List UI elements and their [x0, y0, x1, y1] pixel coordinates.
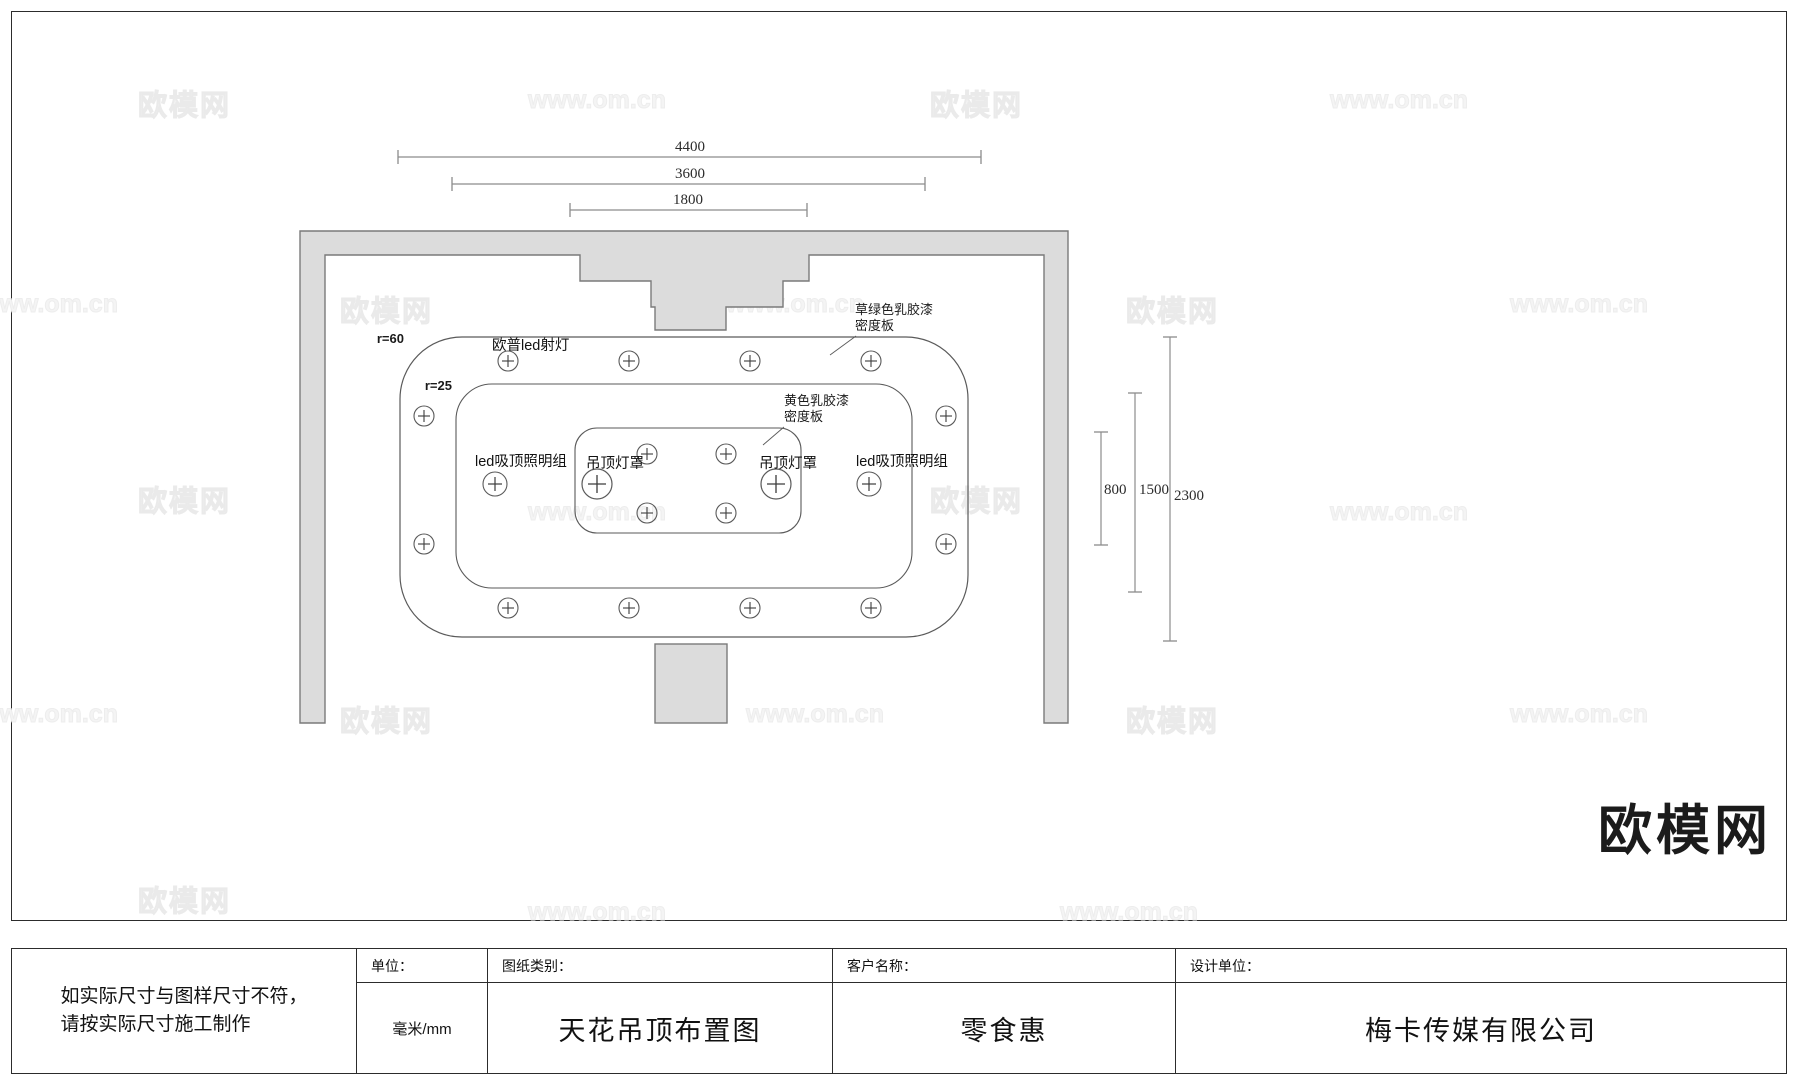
spotlight-symbol	[497, 350, 519, 372]
dimension-4400: 4400	[397, 139, 982, 164]
bottom-block	[654, 643, 728, 724]
title-block-design-cell: 设计单位： 梅卡传媒有限公司	[1176, 949, 1786, 1073]
dimension-800: 800	[1094, 431, 1127, 546]
dimension-label: 4400	[675, 139, 705, 155]
spotlight-symbol	[497, 597, 519, 619]
spotlight-symbol	[715, 502, 737, 524]
dimension-label: 1500	[1139, 482, 1169, 498]
sheet-border	[11, 11, 1787, 921]
brand-logo: 欧模网	[1598, 801, 1772, 861]
pendant-lamp-symbols	[581, 468, 792, 500]
spotlight-symbol	[636, 502, 658, 524]
dimension-label: 1800	[673, 192, 703, 208]
dimension-1500: 1500	[1128, 392, 1169, 593]
label-pendant-lamp-left: 吊顶灯罩	[586, 455, 644, 472]
spotlight-symbol	[618, 350, 640, 372]
spotlight-symbol	[413, 533, 435, 555]
dimension-label: 2300	[1174, 488, 1204, 504]
construction-note: 如实际尺寸与图样尺寸不符， 请按实际尺寸施工制作	[60, 986, 308, 1035]
label-yellow-latex-line1: 黄色乳胶漆	[784, 393, 849, 408]
dimension-group-vertical: 800 1500 2300	[1094, 336, 1204, 642]
spotlight-symbol	[739, 597, 761, 619]
client-value: 零食惠	[960, 1015, 1048, 1046]
center-box-lights	[636, 443, 737, 524]
dimension-1800: 1800	[569, 192, 808, 217]
label-opple-led-spotlight: 欧普led射灯	[492, 337, 569, 354]
radius-label-outer: r=60	[377, 331, 404, 346]
dimension-label: 800	[1104, 482, 1127, 498]
dimension-2300: 2300	[1163, 336, 1204, 642]
title-block-type-cell: 图纸类别： 天花吊顶布置图	[488, 949, 833, 1073]
label-led-ceiling-group-right: led吸顶照明组	[856, 453, 948, 470]
design-unit-value: 梅卡传媒有限公司	[1365, 1015, 1597, 1046]
spotlight-symbol	[860, 350, 882, 372]
spotlight-symbol	[935, 533, 957, 555]
spotlight-symbol	[935, 405, 957, 427]
annotation-texts: 欧普led射灯 草绿色乳胶漆 密度板 黄色乳胶漆 密度板 led吸顶照明组 le…	[475, 302, 948, 472]
pendant-lamp-symbol	[760, 468, 792, 500]
led-ceiling-light-symbol	[482, 471, 508, 497]
radius-label-middle: r=25	[425, 378, 452, 393]
spotlight-symbol	[618, 597, 640, 619]
dimension-group-horizontal: 4400 3600 1800	[397, 139, 982, 217]
label-pendant-lamp-right: 吊顶灯罩	[759, 455, 817, 472]
annotation-leaders	[762, 335, 857, 446]
label-led-ceiling-group-left: led吸顶照明组	[475, 453, 567, 470]
title-block-client-cell: 客户名称： 零食惠	[833, 949, 1176, 1073]
spotlight-symbol	[715, 443, 737, 465]
ceiling-outer-outline: r=60	[377, 331, 969, 638]
spotlight-symbol	[739, 350, 761, 372]
spotlight-group-outer	[413, 350, 957, 619]
spotlight-symbol	[860, 597, 882, 619]
dimension-label: 3600	[675, 166, 705, 182]
unit-header: 单位：	[357, 949, 487, 983]
drawing-type-value: 天花吊顶布置图	[558, 1015, 762, 1046]
label-yellow-latex-line2: 密度板	[784, 409, 823, 424]
led-ceiling-light-symbol	[856, 471, 882, 497]
drawing-type-header: 图纸类别：	[488, 949, 832, 983]
unit-value: 毫米/mm	[392, 1020, 452, 1038]
wall-outline	[299, 230, 1069, 724]
spotlight-symbol	[636, 443, 658, 465]
title-block-note-cell: 如实际尺寸与图样尺寸不符， 请按实际尺寸施工制作	[12, 949, 357, 1073]
title-block-unit-cell: 单位： 毫米/mm	[357, 949, 488, 1073]
title-block: 如实际尺寸与图样尺寸不符， 请按实际尺寸施工制作 单位： 毫米/mm 图纸类别：…	[11, 948, 1787, 1074]
client-header: 客户名称：	[833, 949, 1175, 983]
ceiling-inner-outline	[574, 427, 802, 534]
spotlight-symbol	[413, 405, 435, 427]
label-grass-green-latex-line1: 草绿色乳胶漆	[855, 302, 933, 317]
pendant-lamp-symbol	[581, 468, 613, 500]
led-ceiling-group-symbols	[482, 471, 882, 497]
design-unit-header: 设计单位：	[1176, 949, 1786, 983]
label-grass-green-latex-line2: 密度板	[855, 318, 894, 333]
ceiling-middle-outline: r=25	[425, 378, 913, 589]
dimension-3600: 3600	[451, 166, 926, 191]
